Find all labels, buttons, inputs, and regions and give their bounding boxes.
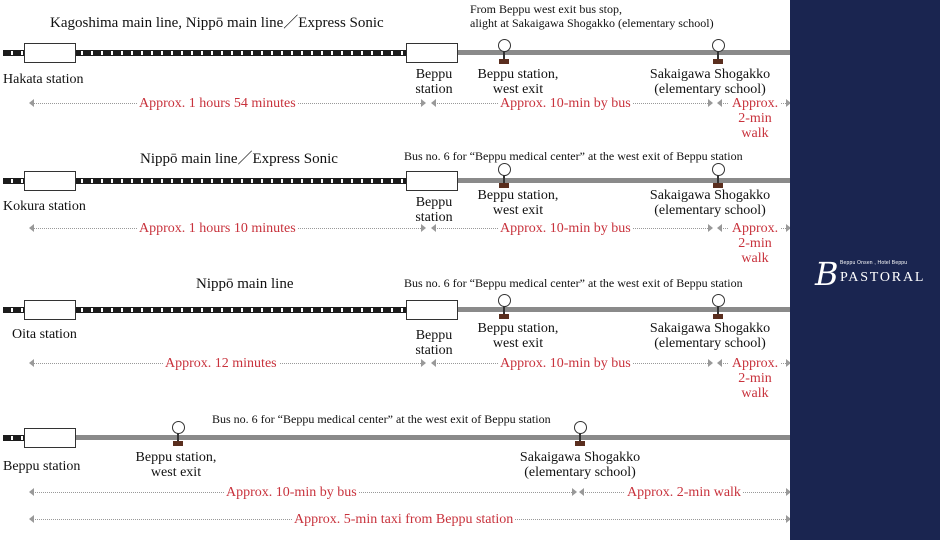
bus-stop-icon (710, 294, 726, 320)
bus-stop-label: Sakaigawa Shogakko (elementary school) (519, 450, 641, 480)
logo-name: PASTORAL (840, 270, 926, 285)
transfer-station-marker (406, 300, 458, 320)
bus-duration: Approx. 10-min by bus (224, 485, 359, 500)
rail-line (3, 50, 407, 56)
origin-station-marker (24, 43, 76, 63)
bus-stop-icon (496, 294, 512, 320)
bus-stop-label: Beppu station, west exit (477, 188, 559, 218)
bus-stop-label: Beppu station, west exit (477, 321, 559, 351)
bus-stop-label: Sakaigawa Shogakko (elementary school) (649, 67, 771, 97)
taxi-duration: Approx. 5-min taxi from Beppu station (292, 512, 516, 527)
bus-stop-label: Sakaigawa Shogakko (elementary school) (649, 188, 771, 218)
origin-station-label: Hakata station (3, 72, 84, 87)
transfer-station-label: Beppu station (415, 328, 453, 358)
logo-tagline: Beppu Onsen , Hotel Beppu (840, 260, 908, 266)
bus-stop-icon (170, 421, 186, 447)
brand-panel (790, 0, 940, 540)
walk-duration: Approx. 2-min walk (729, 96, 781, 141)
origin-station-label: Beppu station (3, 459, 81, 474)
bus-note: Bus no. 6 for “Beppu medical center” at … (404, 276, 743, 290)
walk-duration: Approx. 2-min walk (625, 485, 743, 500)
bus-stop-icon (496, 39, 512, 65)
transfer-station-marker (406, 171, 458, 191)
bus-stop-icon (572, 421, 588, 447)
bus-stop-icon (710, 163, 726, 189)
bus-route-line (76, 435, 790, 440)
bus-stop-icon (496, 163, 512, 189)
bus-stop-icon (710, 39, 726, 65)
bus-duration: Approx. 10-min by bus (498, 221, 633, 236)
bus-route-line (458, 178, 790, 183)
bus-note: From Beppu west exit bus stop, alight at… (470, 2, 714, 30)
transfer-station-marker (406, 43, 458, 63)
line-label: Kagoshima main line, Nippō main line／Exp… (50, 15, 384, 31)
rail-line (3, 435, 29, 441)
line-label: Nippō main line (196, 276, 294, 292)
transfer-station-label: Beppu station (415, 195, 453, 225)
bus-note: Bus no. 6 for “Beppu medical center” at … (212, 412, 551, 426)
logo-monogram: B (815, 255, 839, 293)
origin-station-marker (24, 171, 76, 191)
bus-note: Bus no. 6 for “Beppu medical center” at … (404, 149, 743, 163)
origin-station-marker (24, 300, 76, 320)
bus-route-line (458, 307, 790, 312)
bus-stop-label: Beppu station, west exit (135, 450, 217, 480)
line-label: Nippō main line／Express Sonic (140, 151, 338, 167)
origin-station-label: Kokura station (3, 199, 86, 214)
bus-stop-label: Sakaigawa Shogakko (elementary school) (649, 321, 771, 351)
walk-duration: Approx. 2-min walk (729, 356, 781, 401)
train-duration: Approx. 1 hours 54 minutes (137, 96, 298, 111)
train-duration: Approx. 1 hours 10 minutes (137, 221, 298, 236)
rail-line (3, 178, 407, 184)
bus-route-line (458, 50, 790, 55)
train-duration: Approx. 12 minutes (163, 356, 279, 371)
origin-station-label: Oita station (12, 327, 77, 342)
walk-duration: Approx. 2-min walk (729, 221, 781, 266)
bus-duration: Approx. 10-min by bus (498, 96, 633, 111)
rail-line (3, 307, 407, 313)
bus-duration: Approx. 10-min by bus (498, 356, 633, 371)
bus-stop-label: Beppu station, west exit (477, 67, 559, 97)
origin-station-marker (24, 428, 76, 448)
transfer-station-label: Beppu station (415, 67, 453, 97)
